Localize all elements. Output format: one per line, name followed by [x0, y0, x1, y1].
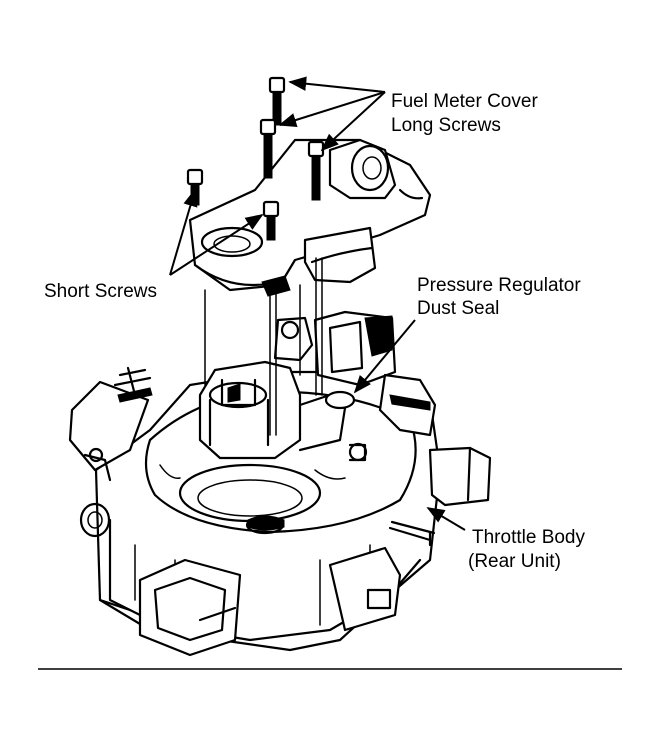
leader-lines: [169, 76, 466, 531]
label-short-screws: Short Screws: [44, 281, 157, 302]
label-dust-seal: Dust Seal: [417, 298, 499, 319]
label-long-screws: Long Screws: [391, 115, 501, 136]
long-screw-2: [259, 118, 277, 179]
label-rear-unit: (Rear Unit): [468, 551, 561, 572]
short-screw-1: [186, 168, 204, 206]
fuel-meter-body: [198, 316, 347, 460]
label-fuel-meter-cover: Fuel Meter Cover: [391, 91, 538, 112]
throttle-body-casting: [68, 366, 492, 657]
label-pressure-regulator: Pressure Regulator: [417, 275, 581, 296]
long-screw-3: [307, 140, 325, 201]
short-screw-2: [262, 200, 280, 241]
alignment-lines: [204, 257, 323, 436]
fuel-meter-cover: [188, 138, 432, 297]
long-screw-1: [268, 76, 286, 126]
label-throttle-body: Throttle Body: [472, 527, 585, 548]
